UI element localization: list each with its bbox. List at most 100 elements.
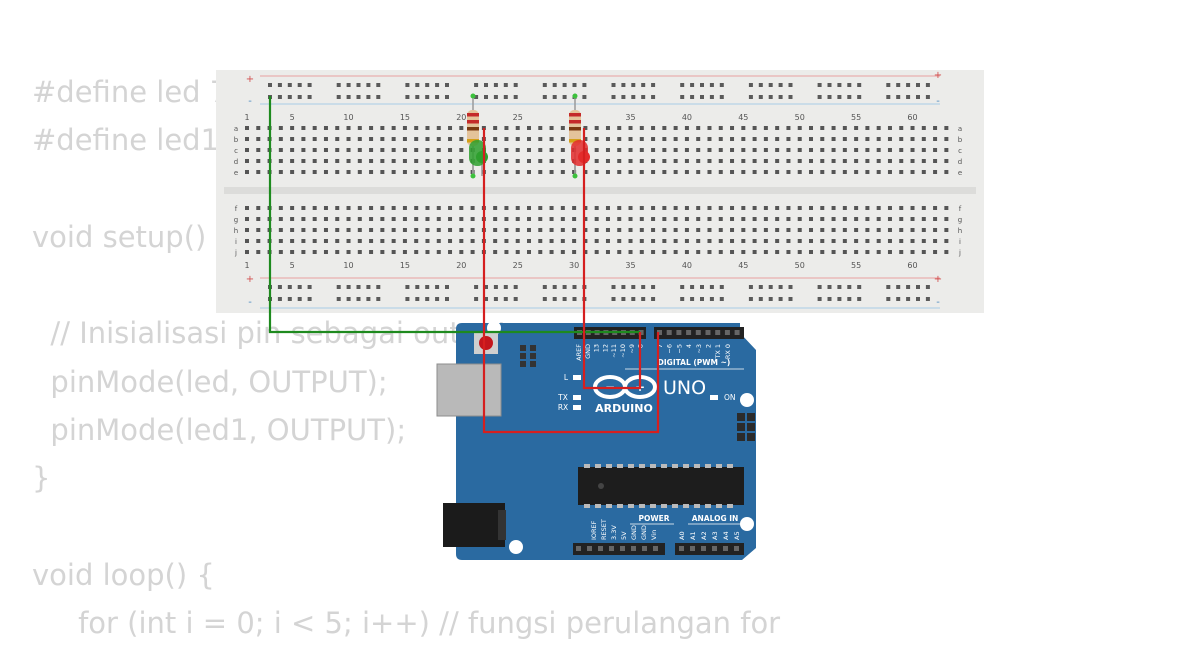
breadboard-hole: [504, 159, 509, 163]
breadboard-hole: [944, 228, 949, 232]
chip-pin: [584, 504, 590, 508]
breadboard-hole: [617, 206, 622, 210]
breadboard-hole: [865, 228, 870, 232]
rail-hole: [621, 95, 626, 99]
breadboard-hole: [527, 170, 531, 174]
breadboard-hole: [312, 170, 317, 174]
icsp-pin: [737, 413, 745, 421]
rail-hole: [906, 95, 911, 99]
breadboard-hole: [876, 250, 881, 254]
rail-hole: [709, 83, 714, 87]
pin-label: 13: [593, 344, 601, 352]
chip-pin: [727, 504, 733, 508]
rail-hole: [336, 297, 341, 301]
icsp-pin: [530, 353, 536, 359]
breadboard-hole: [459, 206, 464, 210]
rail-hole: [552, 297, 557, 301]
wires[interactable]: [268, 96, 660, 434]
breadboard-hole: [662, 217, 667, 221]
breadboard-hole: [414, 137, 419, 141]
breadboard-hole: [854, 137, 859, 141]
breadboard-hole: [730, 148, 735, 152]
chip-pin: [606, 464, 612, 468]
breadboard-hole: [617, 250, 622, 254]
rail-hole: [886, 285, 891, 289]
breadboard-hole: [899, 148, 904, 152]
breadboard-hole: [854, 206, 859, 210]
power-header-label: POWER: [638, 514, 669, 523]
breadboard-hole: [944, 239, 949, 243]
header-pin: [587, 546, 592, 551]
breadboard-hole: [290, 228, 295, 232]
column-number: 60: [907, 261, 917, 270]
breadboard-hole: [809, 148, 813, 152]
breadboard-hole: [312, 239, 317, 243]
breadboard-hole: [865, 217, 870, 221]
breadboard-hole: [357, 228, 362, 232]
breadboard-hole: [278, 170, 283, 174]
rail-hole: [817, 297, 822, 301]
rail-hole: [631, 95, 636, 99]
breadboard-hole: [459, 217, 464, 221]
chip-pin: [639, 504, 645, 508]
chip-pin: [628, 464, 634, 468]
breadboard-hole: [854, 126, 859, 130]
breadboard-hole: [651, 159, 656, 163]
breadboard-hole: [605, 126, 610, 130]
breadboard-hole: [775, 206, 780, 210]
rail-hole: [817, 95, 822, 99]
rail-hole: [680, 95, 685, 99]
rail-hole: [493, 297, 498, 301]
breadboard-hole: [436, 148, 441, 152]
pin-label: A4: [722, 531, 730, 540]
rail-hole: [297, 95, 302, 99]
breadboard-hole: [278, 239, 283, 243]
rail-hole: [925, 297, 930, 301]
header-pin: [690, 546, 695, 551]
breadboard-hole: [414, 148, 419, 152]
rail-hole: [827, 285, 832, 289]
breadboard-hole: [854, 217, 859, 221]
breadboard-hole: [775, 148, 780, 152]
chip-pin: [628, 504, 634, 508]
wire-led-red-to-pin: [582, 128, 642, 390]
breadboard-hole: [921, 170, 926, 174]
breadboard-hole: [301, 137, 306, 141]
breadboard-hole: [605, 170, 610, 174]
breadboard-hole: [899, 206, 904, 210]
rail-hole: [709, 95, 714, 99]
breadboard-hole: [899, 250, 904, 254]
header-pin: [657, 330, 662, 335]
rail-hole: [788, 83, 793, 87]
breadboard-hole: [820, 148, 825, 152]
breadboard-hole: [369, 206, 374, 210]
breadboard-hole: [448, 250, 453, 254]
header-pin: [734, 330, 740, 335]
icsp-pin: [737, 423, 745, 431]
breadboard-hole: [459, 159, 464, 163]
row-letter: f: [235, 205, 238, 213]
breadboard-hole: [617, 148, 622, 152]
breadboard-hole: [944, 159, 949, 163]
breadboard-hole: [436, 137, 441, 141]
breadboard[interactable]: ++--++--11551010151520202525303035354040…: [216, 70, 984, 313]
rail-hole: [768, 95, 773, 99]
breadboard-hole: [662, 126, 667, 130]
icsp-pin: [520, 353, 526, 359]
breadboard-hole: [809, 170, 813, 174]
breadboard-hole: [527, 217, 531, 221]
rail-hole: [503, 297, 508, 301]
rail-hole: [611, 83, 616, 87]
breadboard-hole: [346, 126, 351, 130]
breadboard-hole: [301, 217, 306, 221]
rail-hole: [709, 285, 714, 289]
icsp-pin: [747, 413, 755, 421]
rail-hole: [621, 83, 626, 87]
breadboard-hole: [684, 239, 689, 243]
breadboard-hole: [684, 217, 689, 221]
breadboard-hole: [527, 148, 531, 152]
l-led-label: L: [564, 373, 569, 382]
breadboard-hole: [493, 228, 498, 232]
breadboard-hole: [323, 137, 328, 141]
breadboard-hole: [887, 126, 892, 130]
